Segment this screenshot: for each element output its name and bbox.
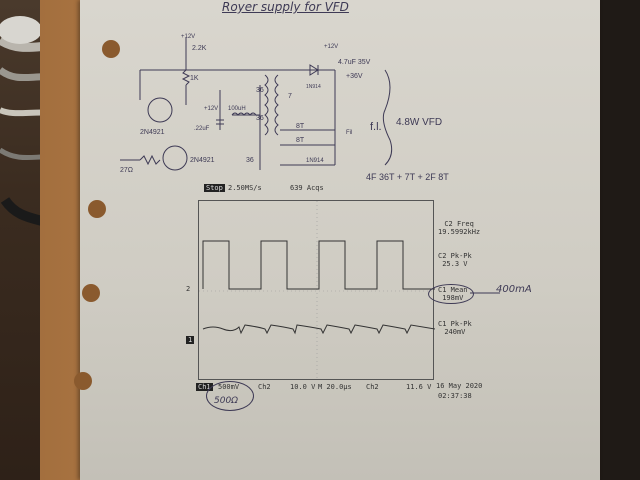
ch1-marker: 1	[186, 336, 195, 344]
paper-sheet	[80, 0, 600, 480]
meas-c2-freq: C2 Freq 19.5992kHz	[438, 220, 480, 236]
label-w3: 36	[246, 157, 254, 164]
trigger-level: 11.6 V	[406, 383, 432, 391]
label-w5: 8T	[296, 123, 305, 130]
label-cap: .22uF	[194, 126, 210, 132]
meas-c2-pkpk-label: C2 Pk-Pk	[438, 252, 472, 260]
scope-stop-tag: Stop	[204, 184, 225, 192]
annotation-circle	[428, 284, 474, 304]
winding-note: 4F 36T + 7T + 2F 8T	[366, 172, 449, 182]
page-title: Royer supply for VFD	[222, 0, 349, 14]
meas-c2-pkpk-value: 25.3 V	[442, 260, 468, 268]
scope-status: Stop	[204, 184, 225, 192]
label-fil-small: Fil	[346, 130, 352, 136]
label-fil: f.l.	[370, 121, 382, 133]
label-supply-mid: +12V	[204, 106, 218, 112]
scope-date: 16 May 2020	[436, 382, 483, 390]
punch-hole	[74, 372, 92, 390]
label-q1: 2N4921	[140, 129, 165, 136]
punch-hole	[82, 284, 100, 302]
scope-waveforms	[199, 201, 435, 381]
label-r3: 27Ω	[120, 167, 133, 174]
note-current: 400mA	[496, 284, 532, 295]
punch-hole	[88, 200, 106, 218]
meas-c1-pkpk-label: C1 Pk-Pk	[438, 320, 472, 328]
meas-c2-freq-value: 19.5992kHz	[438, 228, 481, 236]
label-inductor: 100uH	[228, 106, 246, 112]
label-load: 4.8W VFD	[396, 117, 442, 128]
label-r2: 1K	[190, 75, 199, 82]
annotation-arrow	[470, 292, 500, 294]
ch2-marker: 2	[186, 285, 191, 293]
scope-acqs: 639 Acqs	[290, 184, 324, 192]
label-r1: 2.2K	[192, 45, 207, 52]
label-q2: 2N4921	[190, 157, 215, 164]
meas-c1-pkpk: C1 Pk-Pk 240mV	[438, 320, 472, 336]
trigger-source: Ch2	[366, 383, 379, 391]
label-w1: 36	[256, 87, 264, 94]
label-w6: 8T	[296, 137, 305, 144]
meas-c2-freq-label: C2 Freq	[444, 220, 474, 228]
label-supply-top: +12V	[181, 34, 195, 40]
ch2-scale: 10.0 V	[290, 383, 316, 391]
meas-c1-pkpk-value: 240mV	[444, 328, 466, 336]
scope-time: 02:37:38	[438, 392, 472, 400]
ch1-tag: Ch1	[196, 383, 213, 391]
label-w2: 36	[256, 115, 264, 122]
scope-display	[198, 200, 435, 381]
label-w4: 7	[288, 93, 292, 100]
annotation-circle	[206, 381, 254, 411]
timebase: M 20.0µs	[318, 383, 352, 391]
meas-c2-pkpk: C2 Pk-Pk 25.3 V	[438, 252, 472, 268]
note-ohm: 500Ω	[214, 396, 239, 406]
label-diode1: 1N914	[306, 84, 321, 90]
label-cap-out: 4.7uF 35V	[338, 59, 371, 66]
label-v-out: +36V	[346, 73, 363, 80]
circuit-schematic: +12V 2.2K 1K 27Ω 2N4921 2N4921 +12V 100u…	[120, 34, 449, 182]
ch2-tag: Ch2	[258, 383, 271, 391]
label-diode2: 1N914	[306, 158, 324, 164]
label-supply-right: +12V	[324, 44, 338, 50]
scope-sample-rate: 2.50MS/s	[228, 184, 262, 192]
punch-hole	[102, 40, 120, 58]
